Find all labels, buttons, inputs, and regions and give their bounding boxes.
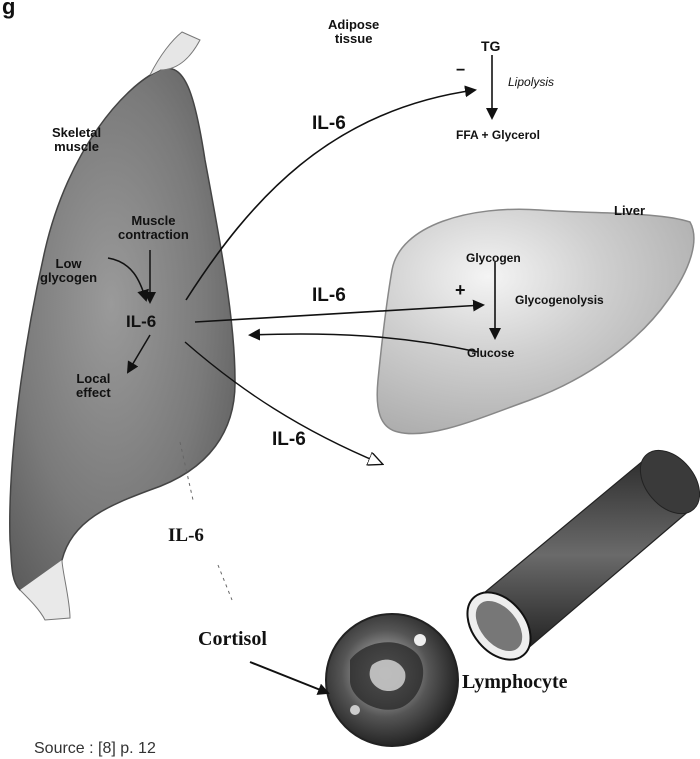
local-effect-label: Local effect (76, 372, 111, 399)
liver-illustration (377, 209, 694, 433)
glucose-label: Glucose (467, 346, 514, 360)
skeletal-muscle-label: Skeletal muscle (52, 126, 101, 153)
lymphocyte-illustration (326, 614, 458, 746)
source-caption: Source : [8] p. 12 (34, 740, 156, 758)
lipolysis-label: Lipolysis (508, 75, 554, 89)
low-glycogen-label: Low glycogen (40, 257, 97, 284)
il6-adipose-label: IL-6 (312, 113, 346, 135)
cortisol-label: Cortisol (198, 628, 267, 651)
adipose-tissue-label: Adipose tissue (328, 18, 379, 45)
il6-muscle-center-label: IL-6 (126, 312, 156, 332)
liver-label: Liver (614, 203, 645, 218)
il6-liver-label: IL-6 (312, 285, 346, 307)
muscle-contraction-label: Muscle contraction (118, 214, 189, 241)
ffa-glycerol-label: FFA + Glycerol (456, 128, 540, 142)
blood-vessel-illustration (455, 439, 700, 672)
il6-lymphocyte-label: IL-6 (168, 525, 204, 547)
il6-vessel-label: IL-6 (272, 429, 306, 451)
glycogen-label: Glycogen (466, 251, 521, 265)
header-partial-text: g (2, 0, 15, 20)
minus-sign-adipose: − (456, 62, 465, 80)
lymphocyte-label: Lymphocyte (462, 671, 568, 694)
tg-label: TG (481, 38, 500, 54)
glycogenolysis-label: Glycogenolysis (515, 293, 604, 307)
plus-sign-liver: + (455, 280, 466, 301)
